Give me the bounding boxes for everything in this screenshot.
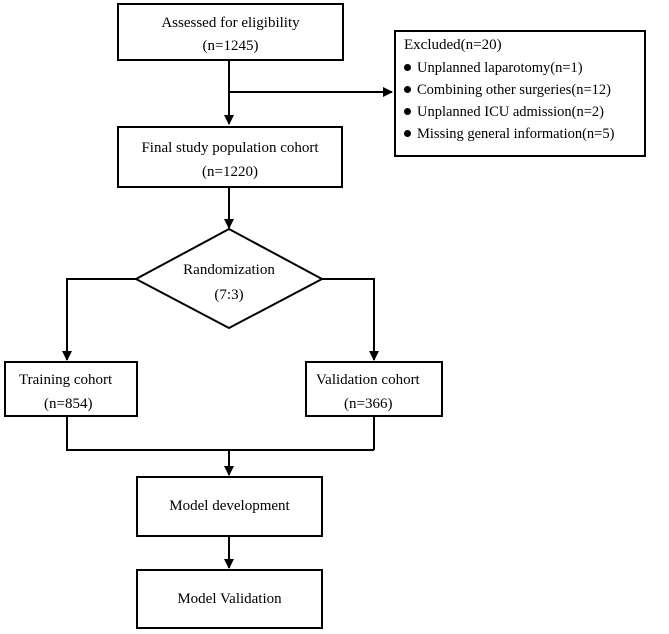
final-cohort-title: Final study population cohort — [141, 140, 319, 156]
validation-cohort-title: Validation cohort — [316, 372, 420, 388]
assessed-title: Assessed for eligibility — [161, 15, 300, 31]
training-cohort-box: Training cohort (n=854) — [4, 361, 138, 417]
randomization-ratio: (7:3) — [214, 287, 244, 303]
excluded-item-label: Combining other surgeries(n=12) — [417, 82, 611, 98]
final-cohort-count: (n=1220) — [202, 164, 258, 180]
excluded-item-label: Unplanned ICU admission(n=2) — [417, 104, 604, 120]
training-cohort-title: Training cohort — [19, 372, 113, 388]
bullet-icon — [404, 86, 411, 94]
validation-cohort-count: (n=366) — [344, 396, 393, 412]
list-item: Unplanned ICU admission(n=2) — [404, 103, 614, 121]
model-development-box: Model development — [136, 476, 323, 537]
model-development-title: Model development — [169, 498, 290, 514]
arrow-to-validation — [322, 278, 379, 361]
excluded-item-label: Unplanned laparotomy(n=1) — [417, 60, 583, 76]
list-item: Unplanned laparotomy(n=1) — [404, 59, 614, 77]
list-item: Combining other surgeries(n=12) — [404, 81, 614, 99]
assessed-box: Assessed for eligibility (n=1245) — [117, 3, 344, 61]
bullet-icon — [404, 64, 411, 72]
excluded-box: Excluded(n=20) Unplanned laparotomy(n=1)… — [394, 30, 646, 157]
bullet-icon — [404, 108, 411, 116]
model-validation-box: Model Validation — [136, 569, 323, 629]
randomization-diamond — [133, 227, 325, 330]
randomization-title: Randomization — [183, 262, 275, 278]
model-validation-title: Model Validation — [177, 591, 282, 607]
validation-cohort-box: Validation cohort (n=366) — [305, 361, 443, 417]
excluded-list: Unplanned laparotomy(n=1) Combining othe… — [404, 59, 614, 147]
assessed-count: (n=1245) — [202, 38, 259, 54]
excluded-item-label: Missing general information(n=5) — [417, 126, 615, 142]
arrow-to-training — [62, 278, 136, 361]
excluded-title: Excluded(n=20) — [404, 37, 502, 53]
bullet-icon — [404, 130, 411, 138]
connector-training-merge — [66, 417, 374, 451]
list-item: Missing general information(n=5) — [404, 125, 614, 143]
final-cohort-box: Final study population cohort (n=1220) — [117, 126, 343, 188]
training-cohort-count: (n=854) — [44, 396, 93, 412]
